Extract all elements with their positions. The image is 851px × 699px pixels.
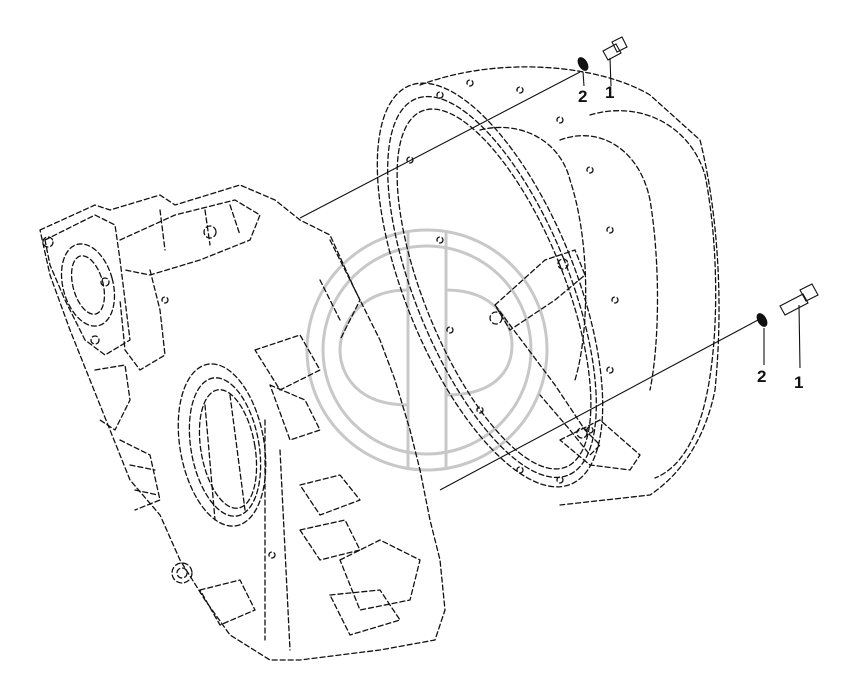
upper-bolt-part	[602, 36, 628, 61]
brand-logo-watermark	[305, 228, 549, 472]
lower-washer-part	[756, 313, 768, 327]
assembly-lines	[299, 71, 759, 491]
callout-upper-washer: 2	[578, 87, 587, 106]
upper-washer-part	[577, 57, 589, 71]
transmission-housing	[39, 184, 446, 661]
bell-housing-cover	[376, 66, 720, 506]
callout-upper-bolt: 1	[605, 83, 614, 102]
lower-fastener-set: 2 1	[756, 283, 819, 392]
lower-bolt-part	[779, 283, 819, 316]
callout-lower-bolt: 1	[794, 373, 803, 392]
callout-lower-washer: 2	[757, 367, 766, 386]
upper-fastener-set: 2 1	[577, 36, 628, 106]
